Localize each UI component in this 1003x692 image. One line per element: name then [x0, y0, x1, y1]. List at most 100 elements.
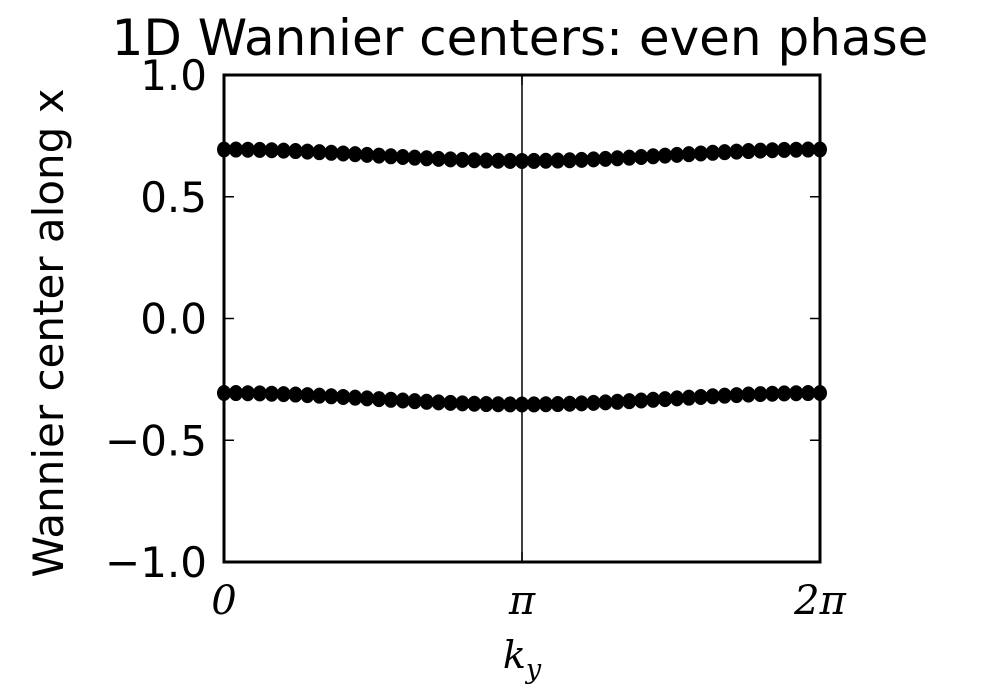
data-point: [538, 396, 553, 413]
data-point: [383, 391, 398, 408]
data-point: [360, 390, 375, 407]
data-point: [431, 150, 446, 167]
y-tick-label: 1.0: [140, 51, 207, 100]
data-point: [765, 385, 780, 402]
data-point: [526, 396, 541, 413]
x-tick-label: π: [508, 578, 536, 624]
data-point: [264, 142, 279, 159]
data-point: [276, 142, 291, 159]
data-point: [777, 385, 792, 402]
data-point: [610, 393, 625, 410]
data-point: [228, 385, 243, 402]
x-axis-label: ky: [503, 633, 542, 685]
data-point: [538, 152, 553, 169]
data-point: [503, 396, 518, 413]
data-point: [431, 394, 446, 411]
data-point: [717, 387, 732, 404]
data-point: [312, 387, 327, 404]
data-point: [669, 146, 684, 163]
data-point: [753, 386, 768, 403]
data-point: [419, 150, 434, 167]
data-point: [324, 144, 339, 161]
data-point: [681, 389, 696, 406]
data-point: [455, 151, 470, 168]
data-point: [383, 148, 398, 165]
data-point: [252, 385, 267, 402]
data-point: [467, 152, 482, 169]
data-point: [741, 143, 756, 160]
data-point: [455, 395, 470, 412]
data-point: [264, 385, 279, 402]
data-point: [658, 147, 673, 164]
data-point: [622, 149, 637, 166]
data-point: [741, 386, 756, 403]
data-point: [765, 142, 780, 159]
data-point: [240, 141, 255, 158]
x-tick-label: 0: [211, 578, 236, 624]
data-point: [348, 146, 363, 163]
y-tick-label: 0.0: [140, 295, 207, 344]
data-point: [443, 151, 458, 168]
data-point: [395, 392, 410, 409]
data-point: [360, 146, 375, 163]
data-point: [586, 151, 601, 168]
data-point: [646, 391, 661, 408]
data-point: [729, 387, 744, 404]
data-point: [300, 387, 315, 404]
data-point: [634, 149, 649, 166]
data-points: [217, 141, 827, 413]
data-point: [562, 152, 577, 169]
data-point: [717, 144, 732, 161]
chart-title: 1D Wannier centers: even phase: [112, 9, 929, 67]
data-point: [705, 144, 720, 161]
data-point: [550, 396, 565, 413]
data-point: [574, 151, 589, 168]
data-point: [228, 141, 243, 158]
data-point: [598, 394, 613, 411]
data-point: [622, 393, 637, 410]
y-axis-label: Wannier center along x: [24, 88, 73, 577]
data-point: [348, 389, 363, 406]
data-point: [777, 141, 792, 158]
data-point: [336, 388, 351, 405]
data-point: [789, 141, 804, 158]
data-point: [407, 393, 422, 410]
data-point: [479, 396, 494, 413]
data-point: [574, 395, 589, 412]
data-point: [312, 144, 327, 161]
y-tick-label: −1.0: [105, 538, 207, 587]
data-point: [753, 142, 768, 159]
data-point: [693, 388, 708, 405]
data-point: [526, 152, 541, 169]
x-tick-label: 2π: [793, 578, 846, 624]
data-point: [705, 388, 720, 405]
data-point: [324, 388, 339, 405]
data-point: [550, 152, 565, 169]
data-point: [681, 146, 696, 163]
data-point: [658, 391, 673, 408]
data-point: [336, 145, 351, 162]
data-point: [443, 394, 458, 411]
data-point: [371, 147, 386, 164]
data-point: [562, 395, 577, 412]
y-tick-label: −0.5: [105, 416, 207, 465]
data-point: [395, 149, 410, 166]
data-point: [801, 385, 816, 402]
data-point: [288, 386, 303, 403]
data-point: [669, 390, 684, 407]
data-point: [491, 152, 506, 169]
data-point: [598, 150, 613, 167]
data-point: [276, 386, 291, 403]
x-axis-ticks: 0 π 2π: [211, 75, 847, 624]
y-tick-label: 0.5: [140, 173, 207, 222]
data-point: [610, 150, 625, 167]
data-point: [693, 145, 708, 162]
data-point: [407, 149, 422, 166]
data-point: [646, 148, 661, 165]
data-point: [789, 385, 804, 402]
data-point: [801, 141, 816, 158]
data-point: [729, 143, 744, 160]
data-point: [419, 393, 434, 410]
data-point: [288, 143, 303, 160]
